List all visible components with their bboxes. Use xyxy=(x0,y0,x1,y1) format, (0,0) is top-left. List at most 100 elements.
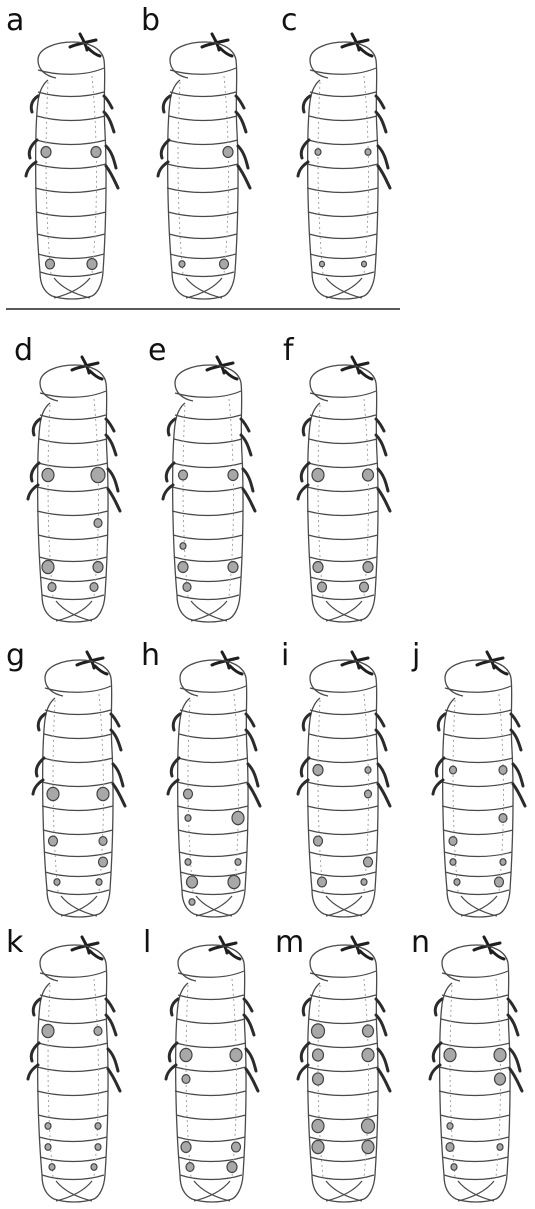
spot-e-3 xyxy=(180,543,186,550)
spot-e-5 xyxy=(228,562,238,573)
spot-m-3 xyxy=(313,1049,324,1061)
panel-label-i: i xyxy=(281,638,289,673)
spot-g-1 xyxy=(47,787,59,800)
spot-n-4 xyxy=(447,1123,453,1130)
spot-f-6 xyxy=(360,582,369,592)
isopod-drawing-j xyxy=(433,652,525,917)
spot-m-8 xyxy=(312,1140,324,1153)
panel-label-f: f xyxy=(283,333,295,368)
panel-label-a: a xyxy=(6,3,24,38)
spot-m-7 xyxy=(362,1119,375,1133)
spot-j-1 xyxy=(450,766,457,774)
panel-label-c: c xyxy=(281,3,298,38)
spot-a-4 xyxy=(87,259,97,270)
spot-j-8 xyxy=(495,877,504,887)
spot-f-1 xyxy=(312,468,324,481)
spot-d-2 xyxy=(91,467,105,482)
spot-j-2 xyxy=(499,766,507,775)
isopod-drawing-e xyxy=(163,357,255,622)
spot-h-7 xyxy=(228,875,240,888)
spot-g-3 xyxy=(49,836,58,846)
spot-k-8 xyxy=(91,1164,97,1171)
spot-k-5 xyxy=(45,1144,51,1151)
isopod-drawing-n xyxy=(430,937,522,1202)
spot-c-4 xyxy=(362,261,367,267)
spot-k-6 xyxy=(95,1144,101,1151)
spot-i-2 xyxy=(365,767,371,774)
panel-label-b: b xyxy=(141,3,160,38)
spot-l-7 xyxy=(227,1162,237,1173)
spot-b-3 xyxy=(220,259,229,269)
spot-h-1 xyxy=(184,789,193,799)
spot-b-1 xyxy=(223,147,233,158)
panel-label-h: h xyxy=(141,638,160,673)
spot-k-4 xyxy=(95,1123,101,1130)
spot-i-7 xyxy=(361,879,367,886)
spot-d-7 xyxy=(90,583,98,592)
isopod-drawing-m xyxy=(298,937,390,1202)
spot-f-3 xyxy=(313,562,323,573)
spot-m-6 xyxy=(312,1119,324,1132)
spot-i-3 xyxy=(365,790,372,798)
spot-b-2 xyxy=(179,261,185,268)
spot-h-2 xyxy=(185,815,191,822)
spot-h-8 xyxy=(189,899,195,906)
spot-l-4 xyxy=(181,1142,191,1153)
spot-m-2 xyxy=(363,1025,374,1037)
spot-e-6 xyxy=(183,583,191,592)
spot-l-6 xyxy=(186,1163,194,1172)
spot-k-1 xyxy=(42,1024,54,1037)
spot-f-2 xyxy=(363,469,374,481)
panel-label-e: e xyxy=(148,333,166,368)
spot-f-5 xyxy=(318,582,327,592)
spot-k-7 xyxy=(49,1164,55,1171)
isopod-drawing-h xyxy=(168,652,260,917)
spot-m-5 xyxy=(313,1073,324,1085)
spot-a-1 xyxy=(41,147,51,158)
spot-i-1 xyxy=(313,765,323,776)
spot-d-5 xyxy=(93,562,103,573)
panel-label-m: m xyxy=(275,925,304,960)
spot-i-5 xyxy=(364,857,373,867)
spot-j-6 xyxy=(500,859,506,866)
isopod-drawing-l xyxy=(166,937,258,1202)
spot-a-3 xyxy=(46,259,55,269)
spot-m-4 xyxy=(362,1048,374,1061)
spot-h-3 xyxy=(232,811,244,824)
spot-i-6 xyxy=(318,877,327,887)
spot-l-3 xyxy=(182,1075,190,1084)
isopod-drawing-a xyxy=(26,34,118,299)
spot-j-7 xyxy=(454,879,460,886)
spot-d-3 xyxy=(94,519,102,528)
spot-n-5 xyxy=(446,1143,454,1152)
isopod-drawing-c xyxy=(298,34,390,299)
spot-d-1 xyxy=(42,468,54,481)
spot-i-4 xyxy=(314,836,323,846)
spot-g-7 xyxy=(96,879,102,886)
spot-n-1 xyxy=(444,1048,456,1061)
spot-m-9 xyxy=(362,1140,374,1153)
spot-e-4 xyxy=(178,562,188,573)
spot-h-5 xyxy=(235,859,241,866)
spot-j-3 xyxy=(499,814,507,823)
spot-g-2 xyxy=(97,787,109,800)
spot-f-4 xyxy=(363,562,373,573)
spot-n-6 xyxy=(497,1144,503,1151)
isopod-drawing-d xyxy=(28,357,120,622)
spot-a-2 xyxy=(91,147,101,158)
panel-label-j: j xyxy=(411,638,420,673)
spot-m-1 xyxy=(312,1024,325,1038)
spot-j-4 xyxy=(449,837,457,846)
spot-l-1 xyxy=(180,1048,192,1061)
spot-l-2 xyxy=(230,1048,242,1061)
isopod-drawing-g xyxy=(33,652,125,917)
isopod-drawing-i xyxy=(298,652,390,917)
panel-label-n: n xyxy=(411,925,430,960)
spot-c-2 xyxy=(365,149,371,156)
spot-g-5 xyxy=(99,857,108,867)
spot-j-5 xyxy=(450,859,456,866)
spot-k-2 xyxy=(94,1027,102,1036)
panel-label-k: k xyxy=(6,925,24,960)
spot-g-6 xyxy=(54,879,60,886)
